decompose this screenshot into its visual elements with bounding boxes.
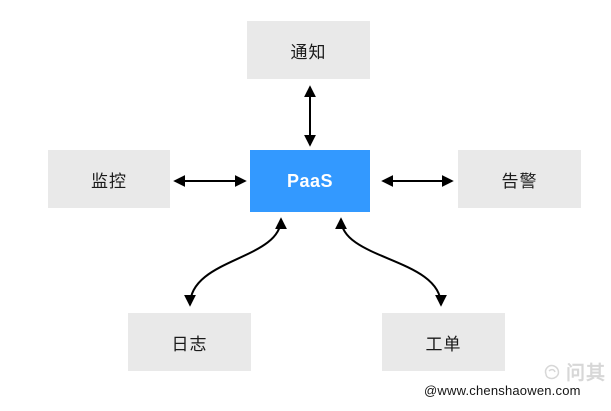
node-alert: 告警 [458,150,581,208]
node-log: 日志 [128,313,251,371]
node-paas: PaaS [250,150,370,212]
brand-watermark-label: 问其 [566,363,607,384]
node-alert-label: 告警 [501,171,538,191]
node-notify: 通知 [247,21,370,79]
brand-watermark: 问其 [540,358,606,385]
node-paas-label: PaaS [286,170,334,191]
scribble-watermark-icon [540,360,564,384]
edge-paas-log [184,217,287,307]
node-log-label: 日志 [171,334,208,354]
edge-paas-ticket [335,217,447,307]
node-monitor-label: 监控 [91,171,127,191]
node-ticket-label: 工单 [425,334,462,354]
node-ticket: 工单 [382,313,505,371]
node-notify-label: 通知 [290,42,327,62]
site-watermark: @www.chenshaowen.com [424,383,581,398]
node-monitor: 监控 [48,150,170,208]
